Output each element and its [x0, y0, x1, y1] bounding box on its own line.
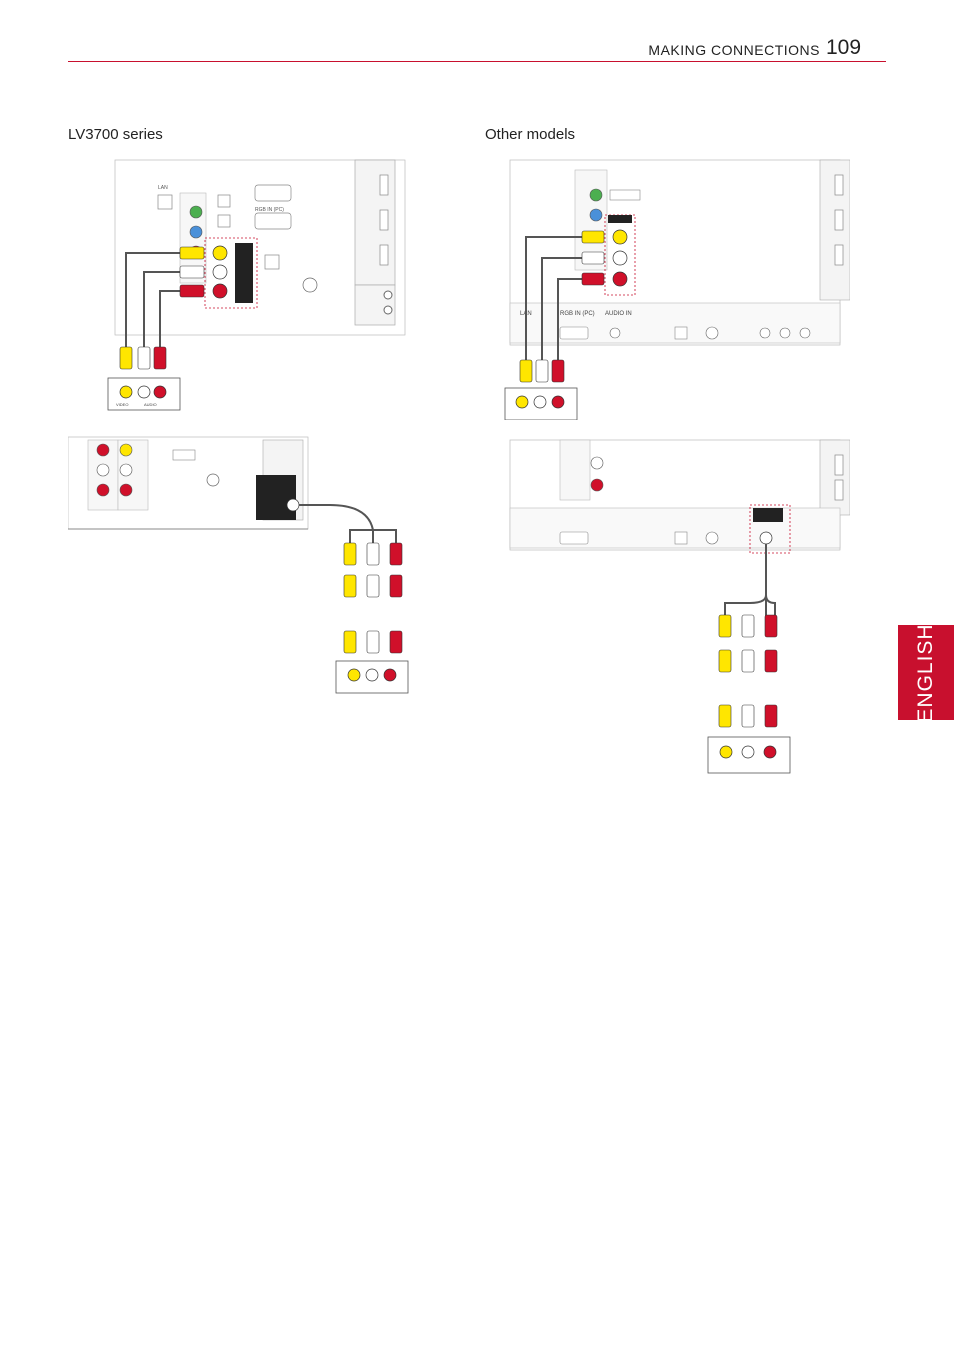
page-number: 109: [826, 36, 862, 59]
video-label: VIDEO: [116, 402, 128, 407]
other-diagram-lower: [509, 439, 850, 774]
other-models-title: Other models: [485, 126, 576, 143]
other-diagram-upper: LAN RGB IN (PC) AUDIO IN: [504, 159, 850, 420]
lan-label: LAN: [158, 185, 168, 191]
rgb-in-pc-label: RGB IN (PC): [255, 207, 284, 213]
audio-label: AUDIO: [144, 402, 157, 407]
rgb-in-pc-label-2: RGB IN (PC): [560, 311, 595, 317]
section-heading: MAKING CONNECTIONS: [648, 42, 820, 58]
lv3700-title: LV3700 series: [68, 126, 163, 143]
lv3700-diagram-lower: [68, 436, 409, 694]
audio-in-label: AUDIO IN: [605, 311, 632, 317]
lv3700-diagram-upper: LAN RGB IN (PC) VIDEO AUDIO: [107, 159, 406, 411]
language-tab: ENGLISH: [898, 623, 954, 722]
header-rule: [68, 61, 886, 62]
